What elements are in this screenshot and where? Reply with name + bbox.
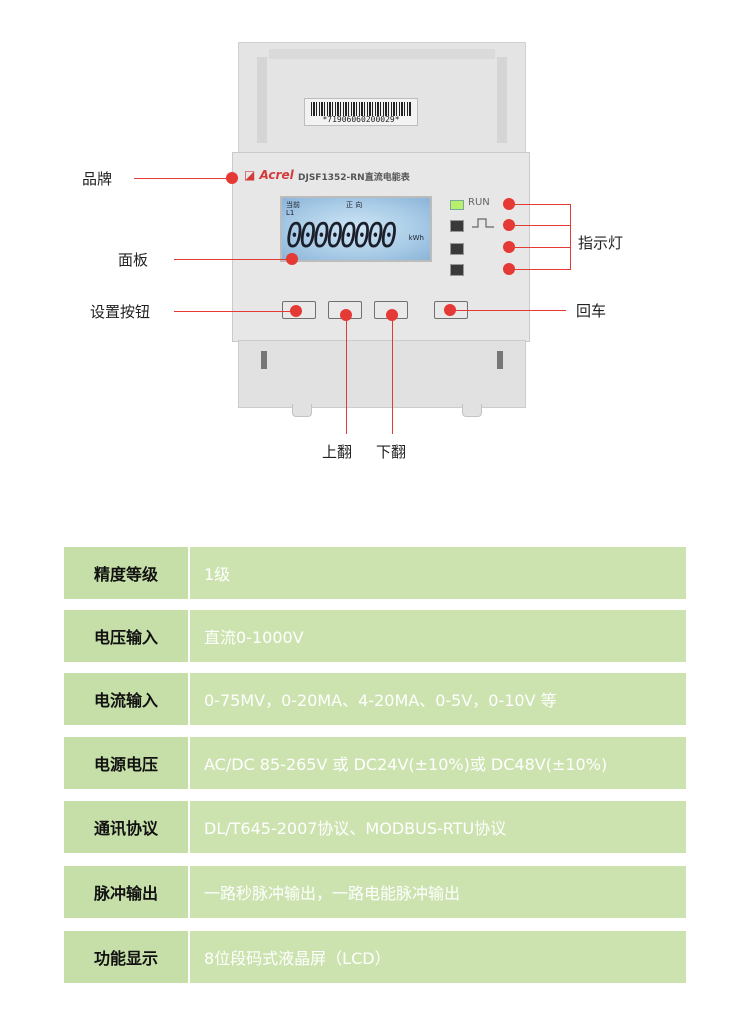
mount-clip-right xyxy=(462,404,482,417)
model-name: DJSF1352-RN直流电能表 xyxy=(298,173,410,183)
callout-enter: 回车 xyxy=(576,302,607,320)
callout-led3-line xyxy=(515,247,571,248)
pulse-icon xyxy=(472,218,494,228)
lcd-phase-label: L1 xyxy=(286,209,295,217)
callout-led4-dot xyxy=(503,263,515,275)
spec-separator xyxy=(188,737,190,789)
spec-value: 1级 xyxy=(190,547,686,599)
barcode-number: *71906060200029* xyxy=(322,115,400,124)
callout-panel-line xyxy=(174,259,288,260)
spec-value: 直流0-1000V xyxy=(190,610,686,662)
callout-set-buttons: 设置按钮 xyxy=(90,303,151,321)
callout-enter-dot xyxy=(444,304,456,316)
mount-clip-left xyxy=(292,404,312,417)
meter-top-housing xyxy=(238,42,526,154)
callout-brand-line xyxy=(134,178,232,179)
spec-key: 功能显示 xyxy=(64,931,188,983)
callout-led1-line xyxy=(515,204,571,205)
spec-separator xyxy=(188,673,190,725)
callout-enter-line xyxy=(454,310,566,311)
spec-separator xyxy=(188,610,190,662)
callout-led2-dot xyxy=(503,219,515,231)
spec-key: 脉冲输出 xyxy=(64,866,188,918)
callout-brand: 品牌 xyxy=(82,170,113,188)
callout-panel: 面板 xyxy=(118,251,149,269)
spec-key: 精度等级 xyxy=(64,547,188,599)
callout-indicators: 指示灯 xyxy=(578,234,624,252)
lcd-display: 当前 正 向 L1 00000000 kWh xyxy=(280,196,432,262)
callout-indicator-bracket xyxy=(570,204,571,270)
meter-bottom-housing xyxy=(238,340,526,408)
callout-set-dot xyxy=(290,305,302,317)
callout-led1-dot xyxy=(503,198,515,210)
callout-up-line xyxy=(346,318,347,434)
spec-key: 电源电压 xyxy=(64,737,188,789)
indicator-led-3 xyxy=(450,243,464,255)
callout-down-line xyxy=(392,318,393,434)
pulse-led xyxy=(450,220,464,232)
spec-value: DL/T645-2007协议、MODBUS-RTU协议 xyxy=(190,801,686,853)
callout-up: 上翻 xyxy=(322,443,353,461)
callout-brand-dot xyxy=(226,172,238,184)
callout-led2-line xyxy=(515,225,571,226)
barcode-label: *71906060200029* xyxy=(304,98,418,126)
callout-panel-dot xyxy=(286,253,298,265)
lcd-current-label: 当前 xyxy=(286,201,300,209)
callout-led4-line xyxy=(515,269,571,270)
spec-value: AC/DC 85-265V 或 DC24V(±10%)或 DC48V(±10%) xyxy=(190,737,686,789)
lcd-unit: kWh xyxy=(408,234,424,242)
spec-value: 一路秒脉冲输出，一路电能脉冲输出 xyxy=(190,866,686,918)
spec-separator xyxy=(188,931,190,983)
callout-set-line xyxy=(174,311,294,312)
brand-logo: ◪ Acrel xyxy=(244,168,294,182)
spec-key: 通讯协议 xyxy=(64,801,188,853)
acrel-logo-icon: ◪ xyxy=(244,168,260,182)
spec-separator xyxy=(188,547,190,599)
spec-row: 电压输入直流0-1000V xyxy=(64,610,686,662)
callout-led3-dot xyxy=(503,241,515,253)
spec-value: 8位段码式液晶屏（LCD） xyxy=(190,931,686,983)
spec-separator xyxy=(188,866,190,918)
run-led xyxy=(450,200,464,210)
lcd-digits: 00000000 xyxy=(286,216,397,256)
spec-key: 电压输入 xyxy=(64,610,188,662)
spec-key: 电流输入 xyxy=(64,673,188,725)
spec-separator xyxy=(188,801,190,853)
lcd-direction-label: 正 向 xyxy=(346,201,363,209)
spec-row: 脉冲输出一路秒脉冲输出，一路电能脉冲输出 xyxy=(64,866,686,918)
run-label: RUN xyxy=(468,197,490,208)
callout-down: 下翻 xyxy=(376,443,407,461)
indicator-led-4 xyxy=(450,264,464,276)
callout-down-dot xyxy=(386,309,398,321)
callout-up-dot xyxy=(340,309,352,321)
barcode-icon xyxy=(311,102,411,116)
spec-value: 0-75MV，0-20MA、4-20MA、0-5V，0-10V 等 xyxy=(190,673,686,725)
